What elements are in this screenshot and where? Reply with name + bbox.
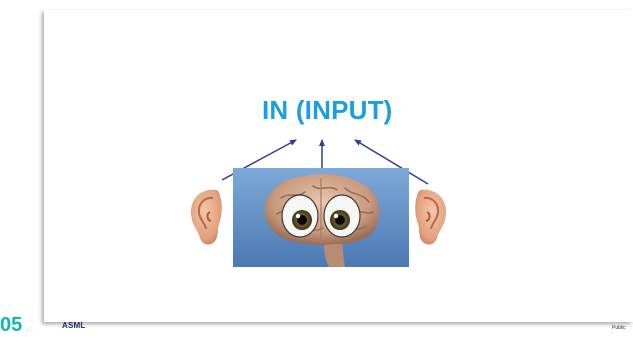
page-number: 05 — [0, 314, 22, 337]
brain-with-eyes-icon — [233, 168, 409, 267]
ear-left-icon — [186, 186, 224, 253]
classification-label: Public — [612, 325, 626, 331]
ear-right-icon — [413, 186, 451, 253]
asml-logo: ASML — [62, 321, 85, 330]
